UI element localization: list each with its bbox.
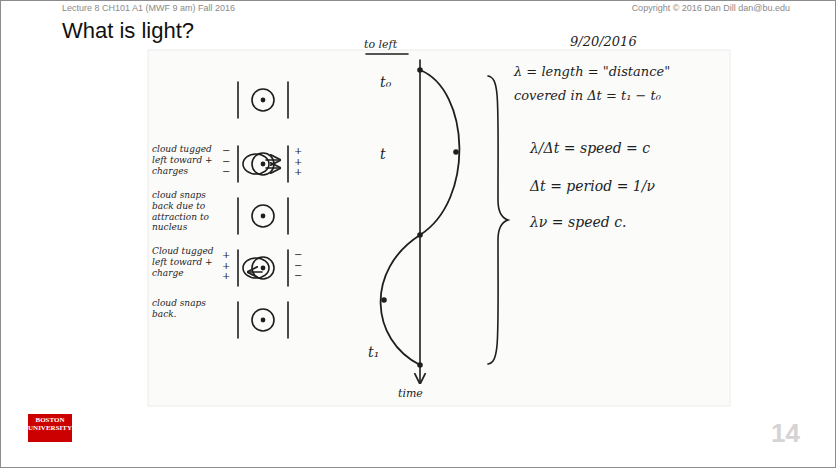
charge-marks: + + + <box>294 146 303 178</box>
page-number: 14 <box>740 418 800 449</box>
equation-text: λ/Δt = speed = c <box>530 140 720 157</box>
equation-text: λ = length = "distance" <box>514 64 724 80</box>
note-text: cloud snaps back due to attraction to nu… <box>152 190 216 233</box>
time-label: t <box>380 146 400 163</box>
charge-marks: + + + <box>222 250 231 282</box>
logo-text: BOSTON UNIVERSITY <box>28 416 72 432</box>
atom-sequence <box>238 82 288 338</box>
equation-text: covered in Δt = t₁ − t₀ <box>514 88 724 104</box>
header-text: Copyright © 2016 Dan Dill dan@bu.edu <box>540 3 790 14</box>
note-text: cloud snaps back. <box>152 298 216 320</box>
axis-label: time <box>398 387 448 400</box>
note-text: to left <box>364 38 414 51</box>
date-text: 9/20/2016 <box>570 34 660 50</box>
logo-box <box>28 414 72 442</box>
time-label: t₀ <box>380 74 404 91</box>
slide-title: What is light? <box>62 18 462 44</box>
bracket <box>488 76 508 364</box>
time-label: t₁ <box>368 344 392 361</box>
equation-text: λν = speed c. <box>530 214 720 231</box>
wave-plot <box>366 54 508 383</box>
underline <box>366 53 408 55</box>
time-axis <box>419 60 421 383</box>
notes-photo <box>148 50 730 406</box>
equation-text: Δt = period = 1/ν <box>530 178 720 195</box>
note-text: cloud tugged left toward + charges <box>152 144 216 176</box>
note-text: Cloud tugged left toward + charge <box>152 246 216 278</box>
charge-marks: − − − <box>294 250 303 282</box>
charge-marks: − − − <box>222 146 231 178</box>
wave-curve <box>381 70 460 365</box>
header-text: Lecture 8 CH101 A1 (MWF 9 am) Fall 2016 <box>62 3 362 14</box>
